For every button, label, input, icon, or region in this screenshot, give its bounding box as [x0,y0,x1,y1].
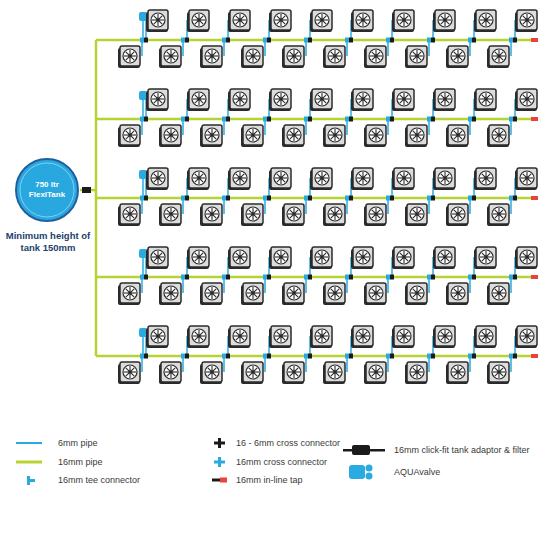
tank-label: 750 ltr FlexiTank [25,180,69,199]
legend-text: 16mm cross connector [236,457,327,467]
legend-text: 16mm click-fit tank adaptor & filter [394,445,530,455]
pipe-network [96,12,538,372]
pot-array [118,10,537,384]
legend-text: 16mm pipe [58,457,103,467]
legend-text: AQUAvalve [394,467,440,477]
legend-text: 16 - 6mm cross connector [236,438,340,448]
tank-note: Minimum height of tank 150mm [4,230,92,254]
tank-circle: 750 ltr FlexiTank [14,157,80,223]
legend-text: 16mm in-line tap [236,475,303,485]
legend-text: 16mm tee connector [58,475,140,485]
legend-text: 6mm pipe [58,438,98,448]
